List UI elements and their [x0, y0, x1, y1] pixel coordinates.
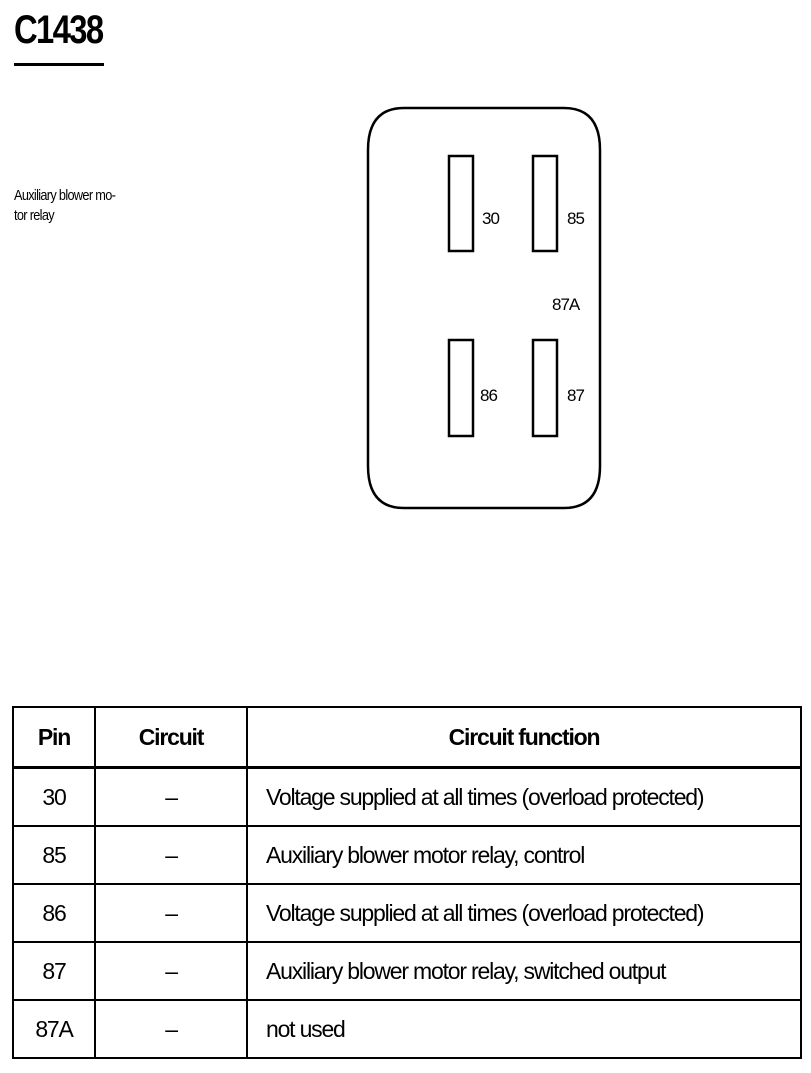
table-row: 87A – not used — [12, 999, 802, 1059]
pin-label-87: 87 — [567, 386, 584, 405]
description-line-1: Auxiliary blower mo- — [14, 187, 116, 204]
cell-pin: 85 — [12, 825, 96, 885]
column-header-pin: Pin — [12, 706, 96, 769]
pin-label-85: 85 — [567, 209, 584, 228]
pin-label-30: 30 — [482, 209, 499, 228]
column-header-function: Circuit function — [246, 706, 802, 769]
cell-pin: 30 — [12, 766, 96, 827]
cell-pin: 87A — [12, 999, 96, 1059]
terminal-86 — [447, 338, 475, 438]
cell-pin: 86 — [12, 883, 96, 943]
terminal-85 — [531, 154, 559, 253]
cell-circuit: – — [94, 883, 248, 943]
table-header-row: Pin Circuit Circuit function — [12, 706, 802, 769]
table-row: 85 – Auxiliary blower motor relay, contr… — [12, 825, 802, 885]
cell-circuit: – — [94, 999, 248, 1059]
cell-function: not used — [246, 999, 802, 1059]
cell-function: Auxiliary blower motor relay, control — [246, 825, 802, 885]
connector-title: C1438 — [14, 8, 104, 52]
pin-label-87a: 87A — [552, 295, 581, 314]
table-row: 86 – Voltage supplied at all times (over… — [12, 883, 802, 943]
table-row: 87 – Auxiliary blower motor relay, switc… — [12, 941, 802, 1001]
cell-pin: 87 — [12, 941, 96, 1001]
cell-function: Auxiliary blower motor relay, switched o… — [246, 941, 802, 1001]
connector-description: Auxiliary blower mo- tor relay — [14, 186, 142, 226]
cell-function: Voltage supplied at all times (overload … — [246, 766, 802, 827]
column-header-circuit: Circuit — [94, 706, 248, 769]
pin-label-86: 86 — [480, 386, 497, 405]
table-row: 30 – Voltage supplied at all times (over… — [12, 766, 802, 827]
terminal-87 — [531, 338, 559, 438]
cell-function: Voltage supplied at all times (overload … — [246, 883, 802, 943]
connector-face-svg: 30 85 87A 86 87 — [366, 106, 602, 510]
description-line-2: tor relay — [14, 207, 55, 224]
cell-circuit: – — [94, 766, 248, 827]
title-underline — [14, 63, 104, 66]
relay-connector-diagram: 30 85 87A 86 87 — [366, 106, 602, 510]
cell-circuit: – — [94, 941, 248, 1001]
pin-function-table: Pin Circuit Circuit function 30 – Voltag… — [12, 706, 802, 1059]
cell-circuit: – — [94, 825, 248, 885]
connector-outline — [366, 106, 602, 510]
terminal-30 — [447, 154, 475, 253]
